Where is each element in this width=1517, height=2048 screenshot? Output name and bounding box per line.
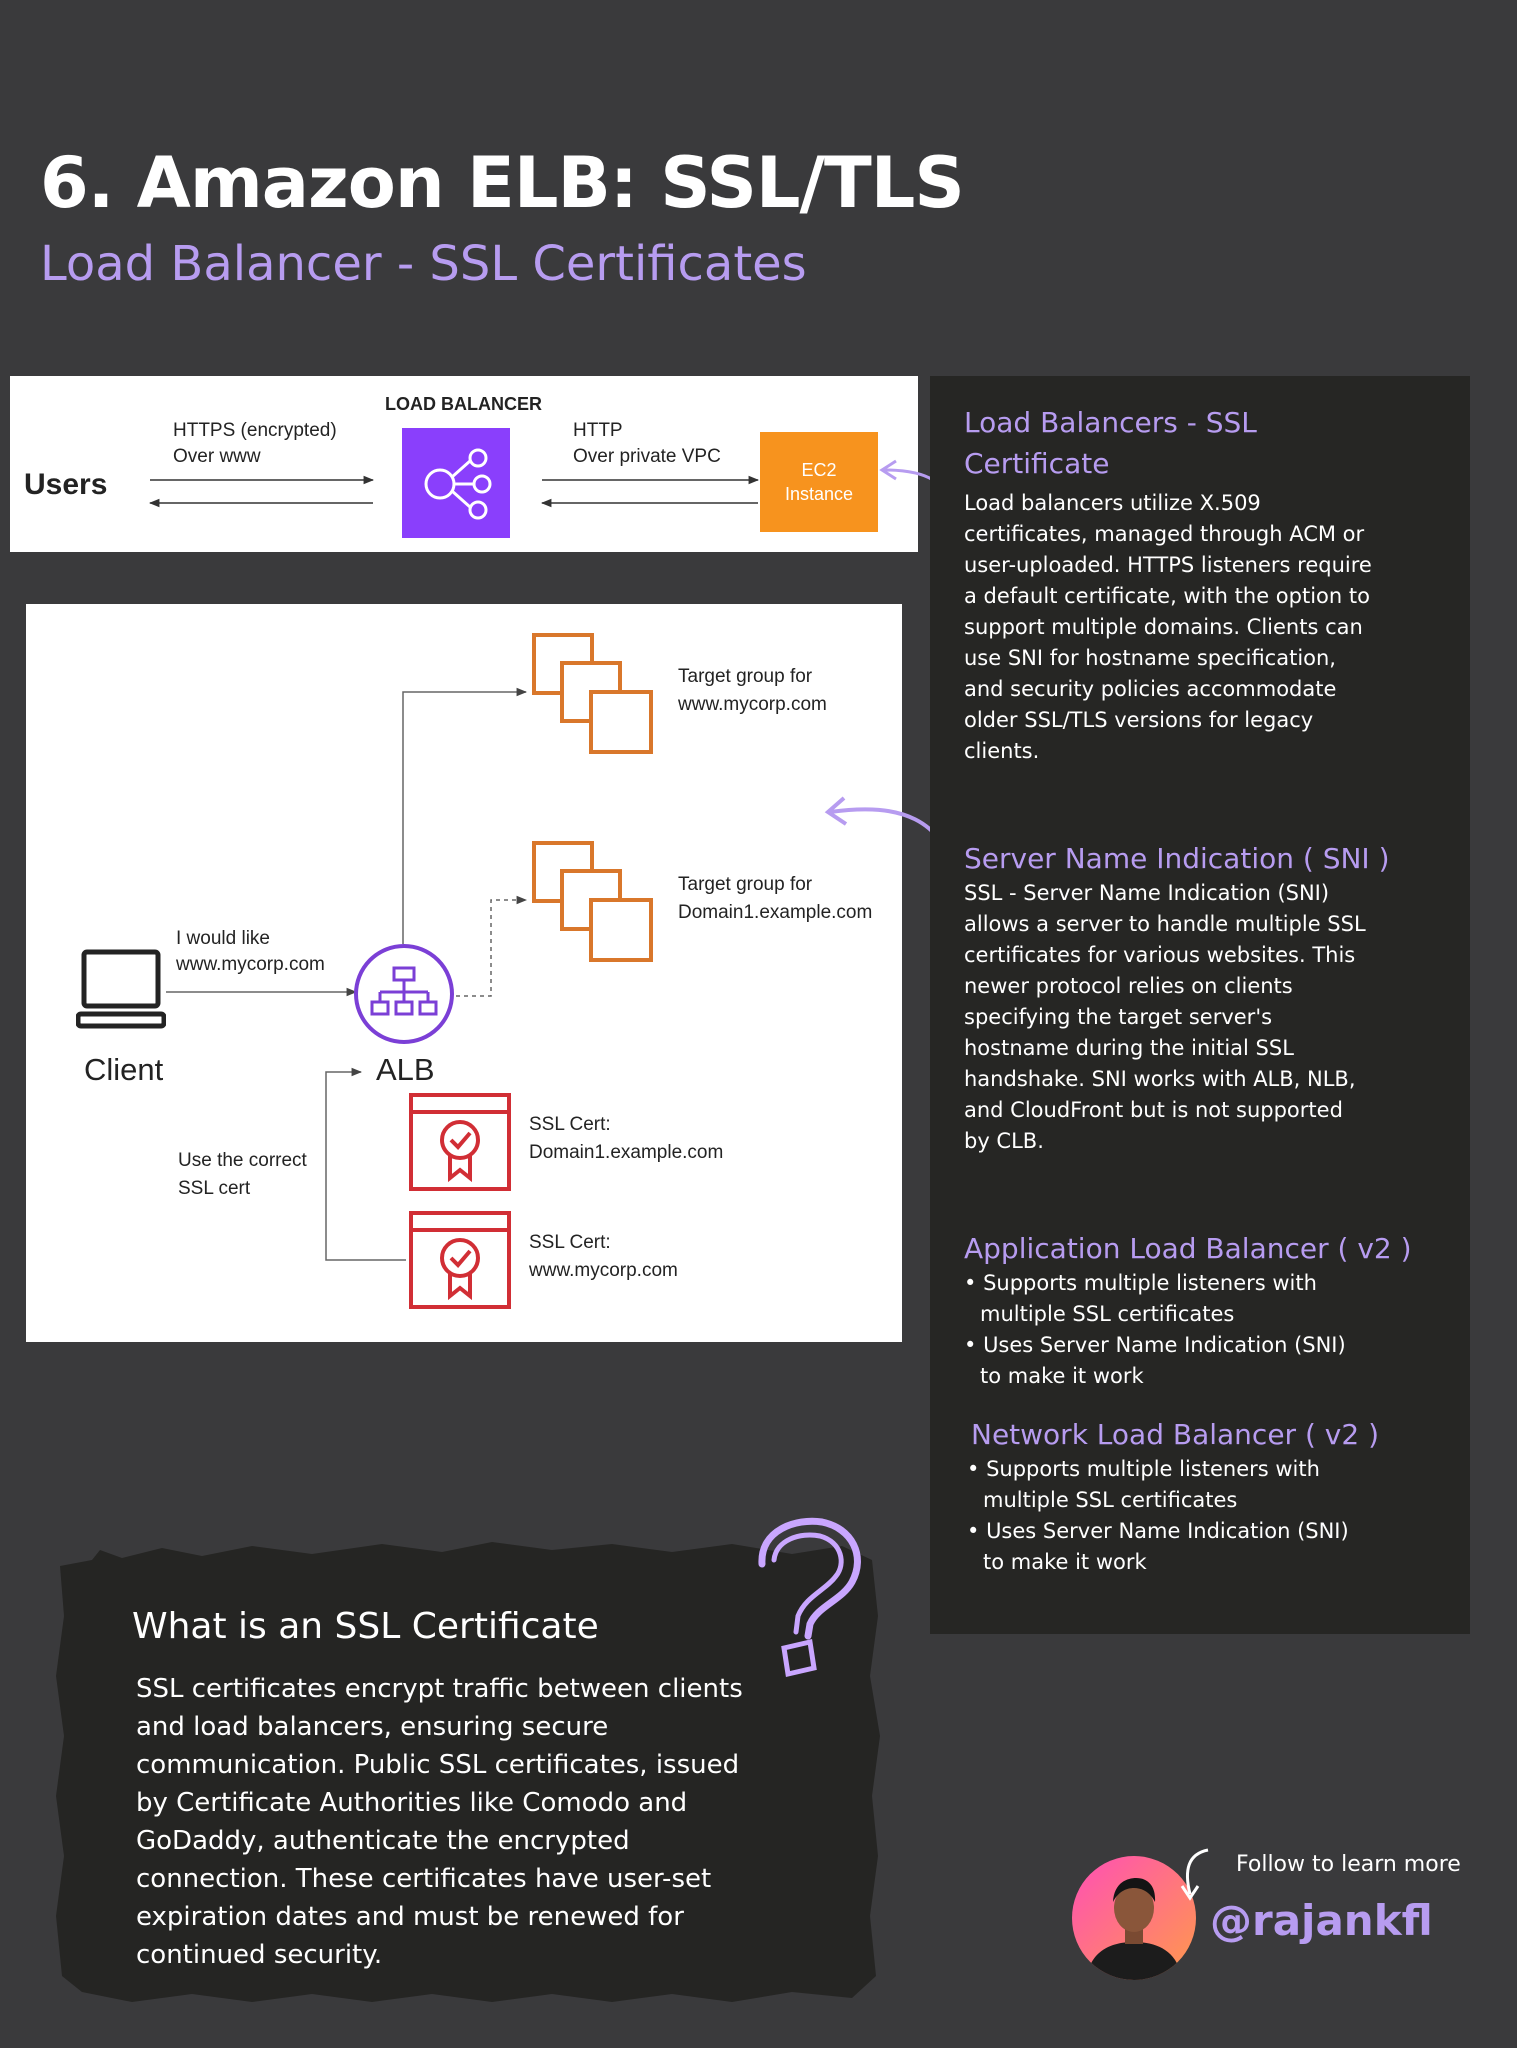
section-heading-sni: Server Name Indication ( SNI ) [964,842,1390,875]
ec2-instance-icon: EC2 Instance [760,432,878,532]
ssl-certificate-icon [409,1211,511,1309]
target1-label-line2: www.mycorp.com [678,694,827,715]
load-balancer-label: LOAD BALANCER [385,394,542,414]
target1-label-line1: Target group for [678,666,813,687]
list-item: Uses Server Name Indication (SNI)to make… [967,1516,1349,1578]
nlb-feature-list: Supports multiple listeners withmultiple… [967,1454,1349,1578]
load-balancer-icon [402,428,510,538]
section-body-sni: SSL - Server Name Indication (SNI) allow… [964,881,1366,1153]
list-item: Supports multiple listeners withmultiple… [967,1454,1349,1516]
ssl-explainer-box [56,1542,880,2002]
target2-label-line2: Domain1.example.com [678,902,873,923]
ssl-box-text: SSL certificates encrypt traffic between… [136,1674,743,1970]
client-label: Client [84,1052,164,1087]
page-subtitle: Load Balancer - SSL Certificates [40,236,807,292]
alb-icon [354,944,454,1044]
sni-diagram: Target group for www.mycorp.com Target g… [26,604,902,1342]
cert2-label-line2: www.mycorp.com [529,1260,678,1281]
question-mark-icon [758,1517,861,1678]
http-label-line2: Over private VPC [573,446,721,467]
request-label-line2: www.mycorp.com [176,954,325,975]
author-handle[interactable]: @rajankfl [1210,1896,1433,1945]
avatar [1072,1856,1196,1980]
page-title: 6. Amazon ELB: SSL/TLS [40,142,965,224]
ssl-certificate-icon [409,1093,511,1191]
target-group-icon [532,633,653,754]
request-label-line1: I would like [176,928,270,949]
https-label-line2: Over www [173,446,261,467]
section-heading-alb: Application Load Balancer ( v2 ) [964,1232,1412,1265]
follow-text: Follow to learn more [1236,1852,1461,1877]
alb-label: ALB [376,1052,435,1087]
list-item: Uses Server Name Indication (SNI)to make… [964,1330,1346,1392]
section-heading-ssl-certificate: Load Balancers - SSL Certificate [964,406,1257,480]
curved-arrow-icon [1180,1848,1209,1901]
target-group-icon [532,841,653,962]
alb-feature-list: Supports multiple listeners withmultiple… [964,1268,1346,1392]
laptop-icon [76,949,166,1029]
ec2-label-line1: EC2 [801,460,837,480]
users-label: Users [24,468,108,501]
cert2-label-line1: SSL Cert: [529,1232,611,1253]
use-cert-label-line2: SSL cert [178,1178,251,1199]
cert1-label-line2: Domain1.example.com [529,1142,724,1163]
list-item: Supports multiple listeners withmultiple… [964,1268,1346,1330]
cert1-label-line1: SSL Cert: [529,1114,611,1135]
ec2-label-line2: Instance [784,484,854,504]
sni-diagram-lines [166,687,528,1261]
info-panel: Load Balancers - SSL Certificate Load ba… [930,376,1470,1634]
ssl-box-heading: What is an SSL Certificate [132,1606,599,1647]
target2-label-line1: Target group for [678,874,813,895]
https-label-line1: HTTPS (encrypted) [173,420,337,441]
use-cert-label-line1: Use the correct [178,1150,307,1171]
http-label-line1: HTTP [573,420,623,441]
section-heading-nlb: Network Load Balancer ( v2 ) [971,1418,1379,1451]
elb-flow-diagram: Users HTTPS (encrypted) Over www LOAD BA… [10,376,918,552]
elb-flow-arrows [148,475,760,508]
section-body-ssl-certificate: Load balancers utilize X.509 certificate… [964,491,1372,763]
